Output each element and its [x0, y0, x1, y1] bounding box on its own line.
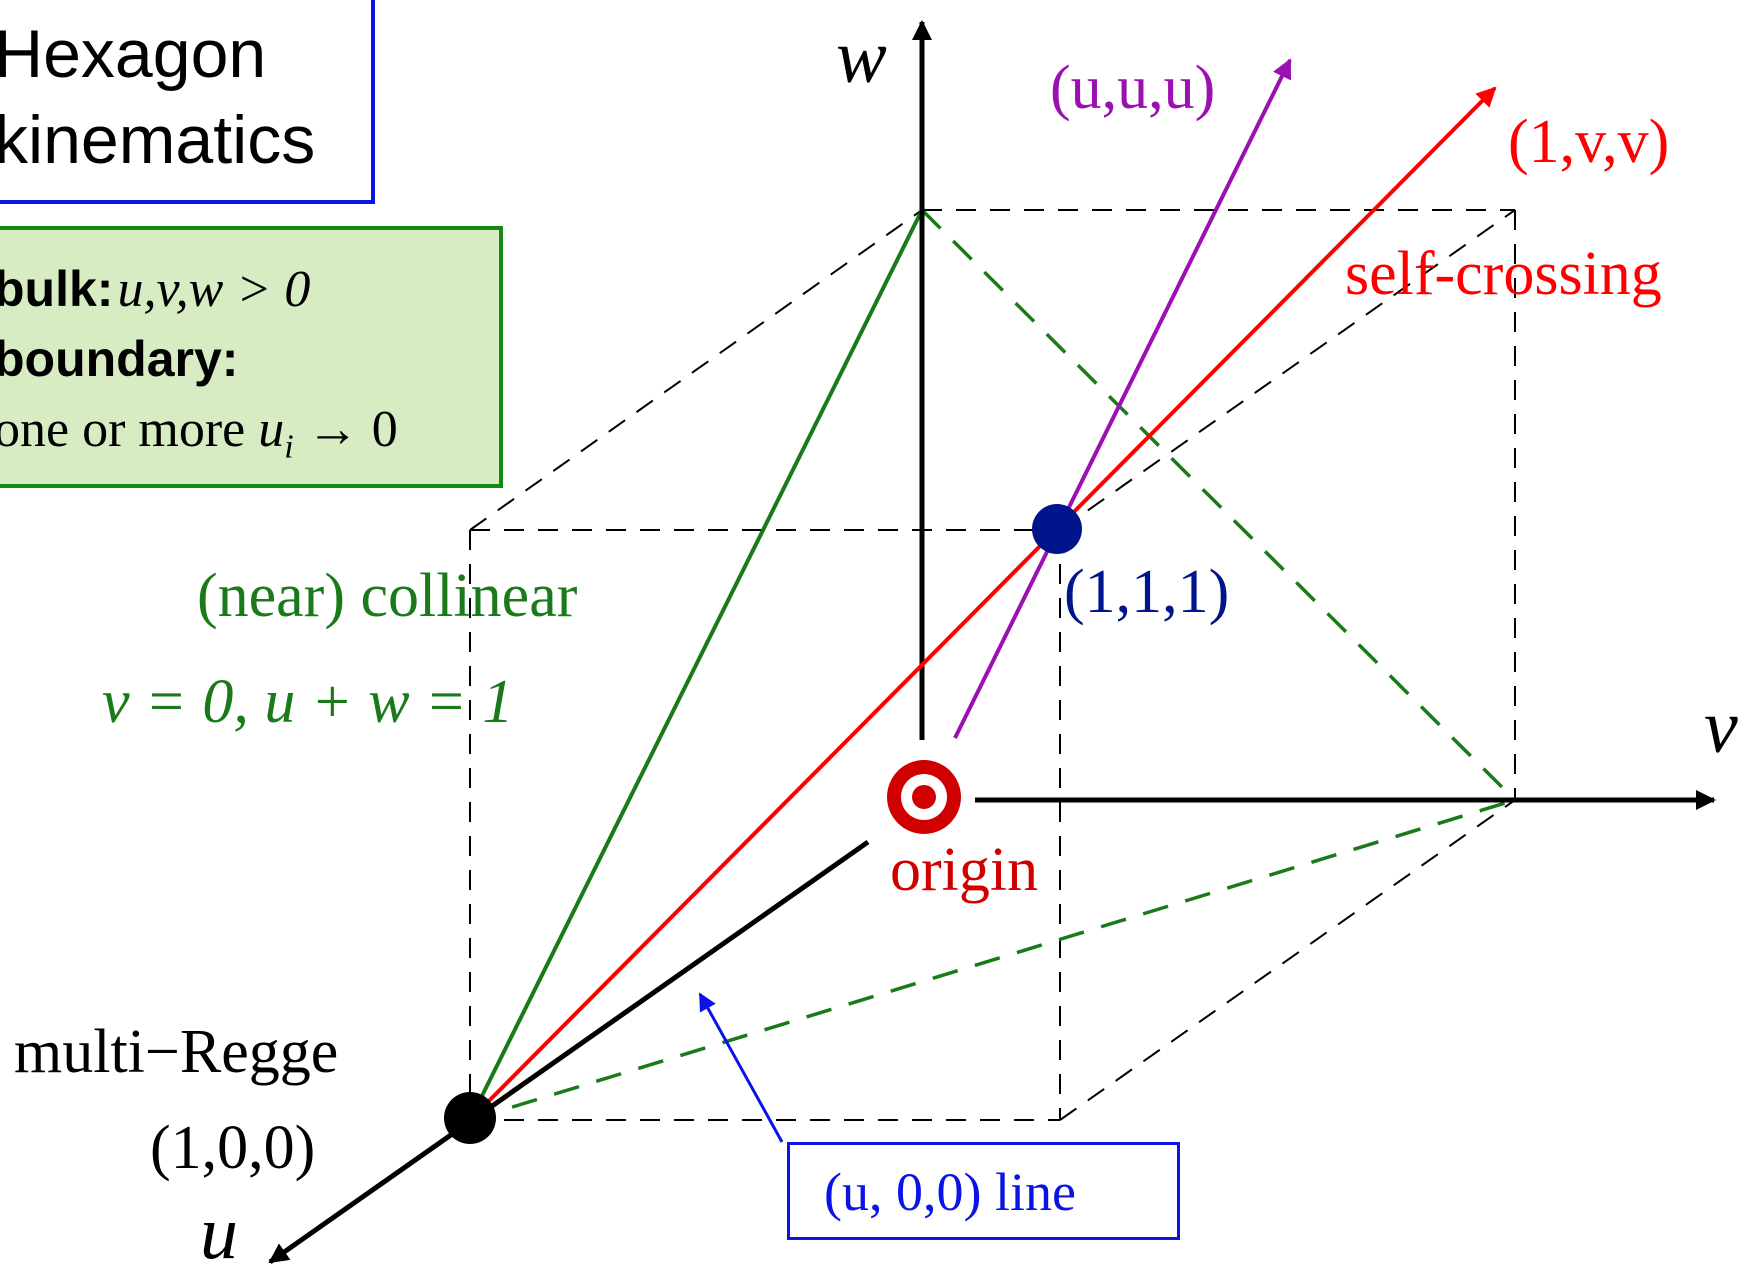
- title-line-1: Hexagon: [0, 16, 267, 92]
- uuu-line: [953, 58, 1292, 739]
- point-111-dot: [1032, 504, 1082, 554]
- bulk-row: bulk: u,v,w > 0: [0, 264, 310, 316]
- boundary-expr-suffix: 0: [358, 401, 398, 458]
- boundary-expr-prefix: one or more: [0, 401, 259, 458]
- collinear-triangle-dashed: [469, 208, 1517, 1122]
- u00-pointer-arrow: [698, 992, 784, 1143]
- self-crossing-line: [468, 86, 1497, 1122]
- title-box: Hexagon kinematics: [0, 0, 375, 204]
- bulk-expression: u,v,w > 0: [117, 261, 311, 318]
- boundary-row: boundary:: [0, 334, 238, 384]
- u00-line-label: (u, 0,0) line: [824, 1162, 1076, 1222]
- cube-edge: [469, 209, 923, 531]
- one-v-v-label: (1,v,v): [1508, 108, 1669, 176]
- right-arrow-icon: →: [306, 401, 359, 458]
- uuu-label: (u,u,u): [1050, 54, 1215, 122]
- origin-label: origin: [890, 836, 1038, 904]
- origin-target-icon: [887, 760, 961, 834]
- self-crossing-label: self-crossing: [1345, 240, 1662, 308]
- bulk-label: bulk:: [0, 261, 114, 317]
- collinear-line: [468, 209, 924, 1121]
- near-collinear-label: (near) collinear: [197, 562, 578, 630]
- v-axis-label: v: [1704, 685, 1738, 769]
- point-111-label: (1,1,1): [1064, 558, 1229, 626]
- u-axis-label: u: [200, 1191, 238, 1268]
- boundary-expr-var: u: [258, 401, 285, 458]
- multi-regge-label: multi−Regge: [14, 1018, 338, 1086]
- boundary-expression: one or more ui → 0: [0, 404, 398, 464]
- conditions-box: bulk: u,v,w > 0 boundary: one or more ui…: [0, 226, 503, 488]
- cube-edge: [1059, 209, 1516, 531]
- collinear-equation: v = 0, u + w = 1: [102, 668, 513, 736]
- unit-cube-edges: [469, 209, 1516, 1121]
- dashed-triangle-edge: [920, 208, 1517, 802]
- dashed-triangle-edge: [469, 798, 1516, 1122]
- boundary-label: boundary:: [0, 331, 239, 387]
- w-axis-label: w: [836, 15, 887, 99]
- boundary-expr-sub: i: [284, 428, 294, 466]
- point-100-dot: [444, 1092, 496, 1144]
- u-axis: [268, 839, 870, 1265]
- cube-edge: [1059, 799, 1516, 1121]
- title-line-2: kinematics: [0, 102, 316, 178]
- u00-line-box: (u, 0,0) line: [787, 1142, 1180, 1240]
- point-100-label: (1,0,0): [150, 1114, 315, 1182]
